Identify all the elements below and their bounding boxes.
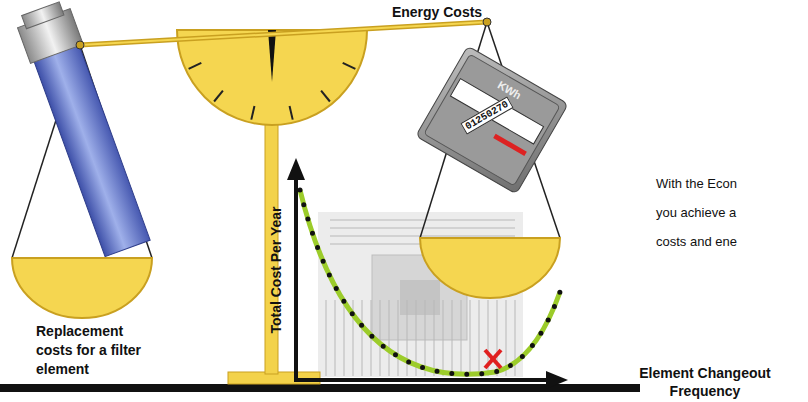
pivot [483, 18, 491, 26]
stroke [389, 300, 390, 376]
stroke [335, 300, 336, 376]
side-text: With the Econ [656, 176, 737, 191]
pivot [76, 41, 84, 49]
stroke [343, 63, 356, 69]
right-pan [420, 238, 560, 298]
scale-beam-highlight [80, 22, 487, 45]
stroke [321, 91, 330, 102]
stroke [479, 300, 480, 376]
scale-dial [177, 30, 367, 125]
axis-title: Element Changeout Frequency [620, 364, 790, 400]
stroke [344, 300, 345, 376]
stroke [434, 300, 435, 376]
filter-element [14, 0, 154, 258]
stroke [506, 300, 507, 376]
electricity-meter [416, 46, 568, 194]
stroke [214, 91, 223, 102]
minimum-mark [485, 350, 501, 368]
stroke [452, 300, 453, 376]
curve-dots [300, 190, 560, 374]
cost-curve [300, 190, 560, 374]
stroke [407, 300, 408, 376]
stroke [443, 300, 444, 376]
left-pan [12, 258, 152, 318]
replacement-label: Replacement costs for a filter element [36, 322, 161, 379]
stroke [461, 300, 462, 376]
stroke [189, 63, 202, 69]
dial-needle [268, 30, 276, 82]
stroke [362, 300, 363, 376]
chart-axes [287, 158, 568, 389]
stroke [425, 300, 426, 376]
stroke [380, 300, 381, 376]
stroke [330, 236, 515, 237]
base-bar [0, 384, 640, 392]
energy-label: Energy Costs [382, 4, 492, 20]
side-text: costs and ene [656, 234, 737, 249]
side-text: you achieve a [656, 205, 736, 220]
axis-title: Total Cost Per Year [268, 206, 284, 333]
scale-beam [80, 22, 487, 45]
stroke [290, 106, 293, 120]
stroke [251, 106, 254, 120]
stroke [398, 300, 399, 376]
stroke [326, 300, 327, 376]
stroke [330, 220, 515, 221]
stroke [470, 300, 471, 376]
